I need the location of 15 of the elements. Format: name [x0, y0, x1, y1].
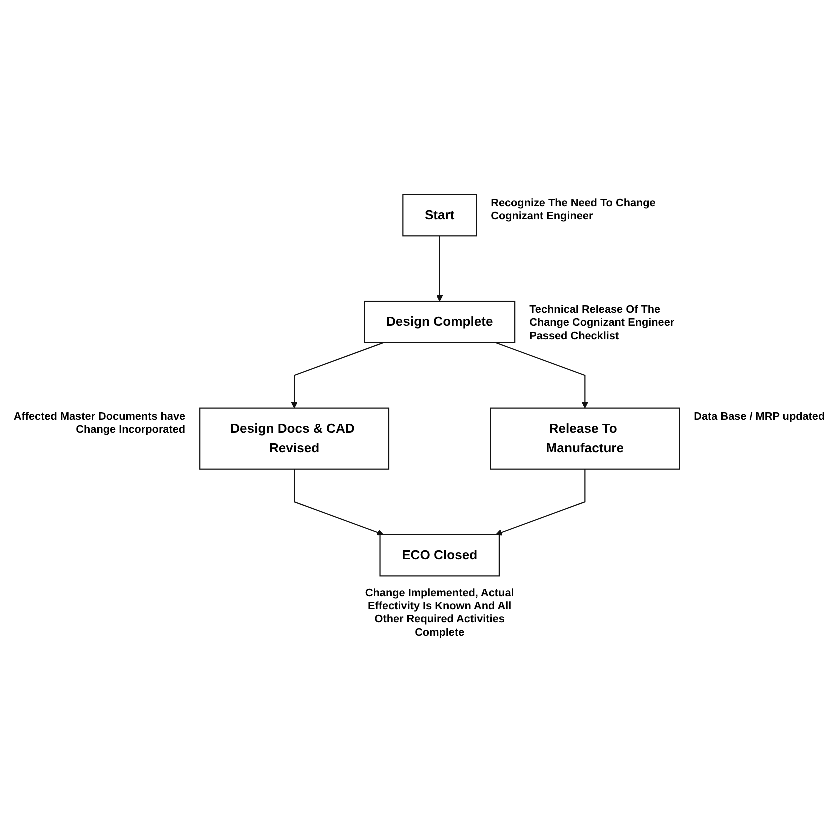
arrow — [496, 469, 586, 536]
process-box: Release To Manufacture — [490, 408, 680, 470]
arrow — [294, 469, 384, 536]
node-note: Data Base / MRP updated — [694, 411, 826, 424]
node-note: Technical Release Of The Change Cognizant Engineer Passed Checklist — [530, 304, 675, 342]
process-box: ECO Closed — [380, 534, 500, 577]
node-note: Change Implemented, Actual Effectivity Is Known And All Other Required Activities Complete — [365, 588, 514, 639]
arrow — [291, 342, 384, 409]
node-note: Recognize The Need To Change Cognizant Engineer — [491, 197, 656, 222]
arrow — [496, 342, 588, 409]
node-note: Affected Master Documents have Change Incorporated — [14, 411, 186, 436]
arrow — [436, 236, 444, 302]
process-box: Design Docs & CAD Revised — [200, 408, 390, 470]
process-box: Start — [402, 194, 478, 237]
process-box: Design Complete — [364, 301, 516, 344]
